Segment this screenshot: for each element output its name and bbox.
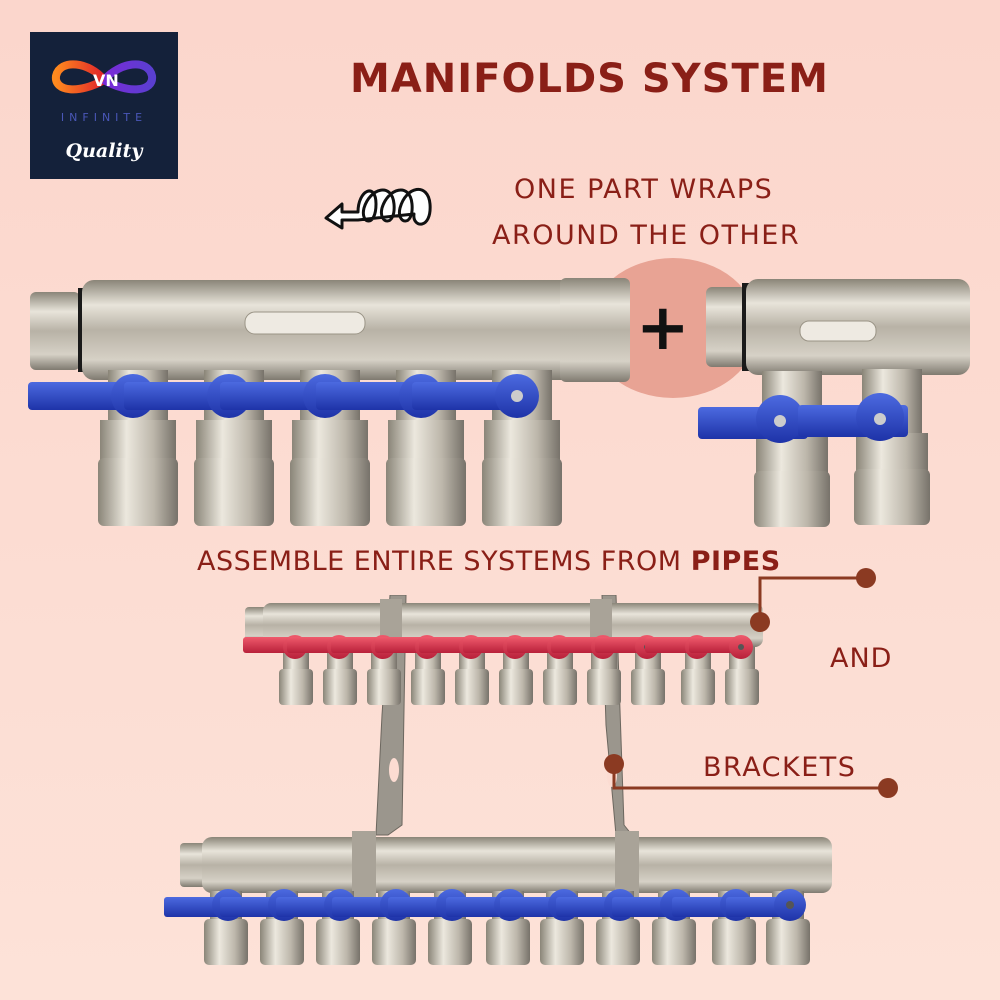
manifold-11-way-red-image xyxy=(243,599,763,705)
plus-icon: + xyxy=(636,291,690,365)
brackets-connector-line xyxy=(612,766,888,790)
assembly-caption-text: ASSEMBLE ENTIRE SYSTEMS FROM xyxy=(197,546,691,577)
manifold-2-way-image xyxy=(698,279,970,527)
pipes-target-dot xyxy=(750,612,770,632)
logo-quality-text: Quality xyxy=(65,140,143,162)
pipes-label: PIPES xyxy=(690,546,781,577)
brackets-connector-dot xyxy=(878,778,898,798)
logo-mark-letters: VN xyxy=(93,71,119,90)
pipes-connector-line xyxy=(758,576,866,622)
spiral-arrow-icon xyxy=(324,187,432,230)
wrap-caption-line2: AROUND THE OTHER xyxy=(492,220,801,251)
manifold-11-way-blue-image xyxy=(164,831,832,965)
and-label: AND xyxy=(830,643,893,674)
logo-infinite-text: INFINITE xyxy=(60,111,148,124)
infinity-logo-icon: VN xyxy=(52,60,156,94)
page-title: MANIFOLDS SYSTEM xyxy=(350,56,829,102)
brackets-target-dot xyxy=(604,754,624,774)
manifold-5-way-image xyxy=(28,278,630,526)
assembly-caption: ASSEMBLE ENTIRE SYSTEMS FROM PIPES xyxy=(197,546,781,577)
brackets-label: BRACKETS xyxy=(703,752,857,783)
wrap-caption-line1: ONE PART WRAPS xyxy=(514,174,774,205)
pipes-connector-dot xyxy=(856,568,876,588)
brand-logo: VN INFINITE Quality xyxy=(30,32,178,179)
